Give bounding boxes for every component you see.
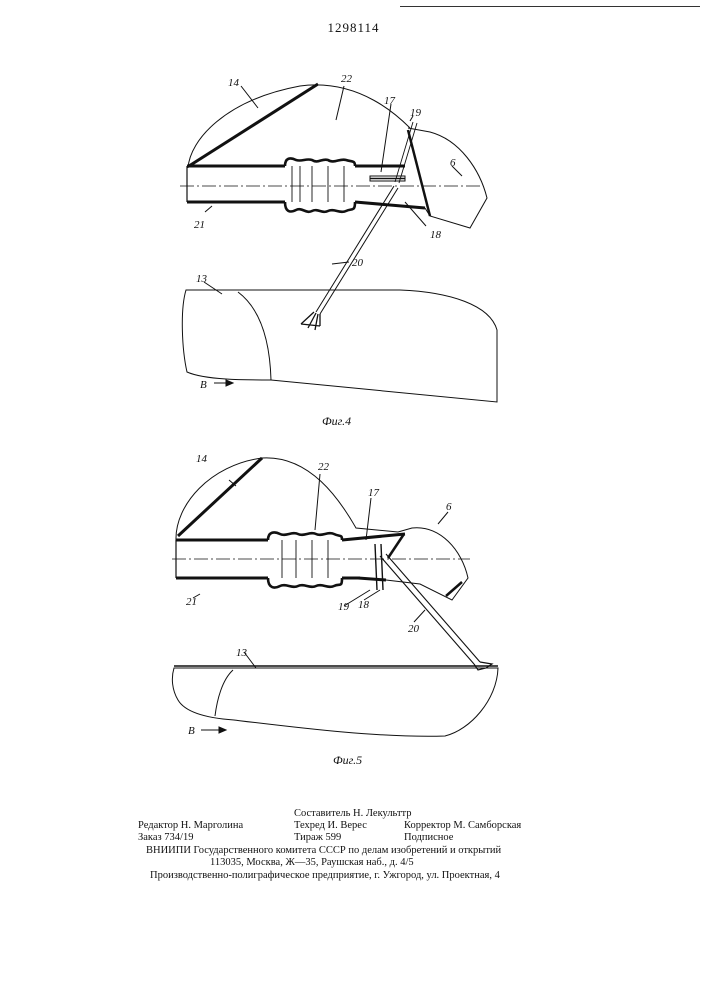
fig4-label-22: 22 bbox=[341, 73, 353, 85]
imprint-compiler: Составитель Н. Лекульттр bbox=[294, 808, 412, 820]
fig4-label-13: 13 bbox=[196, 273, 208, 285]
fig4-label-21: 21 bbox=[194, 219, 205, 231]
fig5-caption: Фиг.5 bbox=[333, 753, 362, 767]
fig4-direction-label: В bbox=[200, 379, 207, 391]
fig5-label-14: 14 bbox=[196, 453, 208, 465]
fig5-label-17: 17 bbox=[368, 487, 380, 499]
fig5-bellows-upper bbox=[268, 532, 342, 540]
patent-number: 1298114 bbox=[0, 20, 707, 36]
fig5-part13-outline bbox=[172, 668, 498, 736]
imprint-circulation: Тираж 599 bbox=[294, 832, 341, 844]
fig5-bellows-lower bbox=[268, 578, 342, 587]
fig5-direction-label: В bbox=[188, 725, 195, 737]
imprint-org-line2: 113035, Москва, Ж—35, Раушская наб., д. … bbox=[210, 857, 414, 869]
fig5-label-22: 22 bbox=[318, 461, 330, 473]
fig5-label-19: 19 bbox=[338, 601, 350, 613]
imprint-order: Заказ 734/19 bbox=[138, 832, 193, 844]
fig4-label-19: 19 bbox=[410, 107, 422, 119]
fig4-label-6: 6 bbox=[450, 157, 456, 169]
fig5-diagonal-brace bbox=[178, 458, 262, 536]
fig4-bellows-upper bbox=[285, 158, 355, 166]
fig4-part13-outline bbox=[182, 290, 497, 402]
fig4-label-17: 17 bbox=[384, 95, 396, 107]
fig4-caption: Фиг.4 bbox=[322, 414, 351, 428]
fig5-label-13: 13 bbox=[236, 647, 248, 659]
figure-4: 14 22 17 19 6 21 18 20 13 В Фиг.4 bbox=[0, 60, 707, 500]
top-rule bbox=[400, 6, 700, 7]
fig4-label-14: 14 bbox=[228, 77, 240, 89]
imprint-printing: Производственно-полиграфическое предприя… bbox=[150, 870, 500, 882]
fig5-cable-20 bbox=[380, 554, 480, 664]
imprint-org-line1: ВНИИПИ Государственного комитета СССР по… bbox=[146, 845, 501, 857]
fig4-cable-brush bbox=[301, 312, 320, 330]
fig5-label-21: 21 bbox=[186, 596, 197, 608]
fig4-label-20: 20 bbox=[352, 257, 364, 269]
fig5-part14-outline bbox=[176, 458, 398, 540]
imprint-corrector: Корректор М. Самборская bbox=[404, 820, 521, 832]
fig5-label-18: 18 bbox=[358, 599, 370, 611]
fig5-label-20: 20 bbox=[408, 623, 420, 635]
imprint-editor: Редактор Н. Марголина bbox=[138, 820, 243, 832]
imprint-subscription: Подписное bbox=[404, 832, 453, 844]
imprint-techred: Техред И. Верес bbox=[294, 820, 367, 832]
fig4-label-18: 18 bbox=[430, 229, 442, 241]
fig4-diagonal-brace bbox=[189, 84, 318, 166]
figure-5: 14 22 17 6 21 19 18 20 13 В Фиг.5 bbox=[0, 445, 707, 775]
fig5-label-6: 6 bbox=[446, 501, 452, 513]
fig4-bellows-lower bbox=[285, 202, 355, 212]
